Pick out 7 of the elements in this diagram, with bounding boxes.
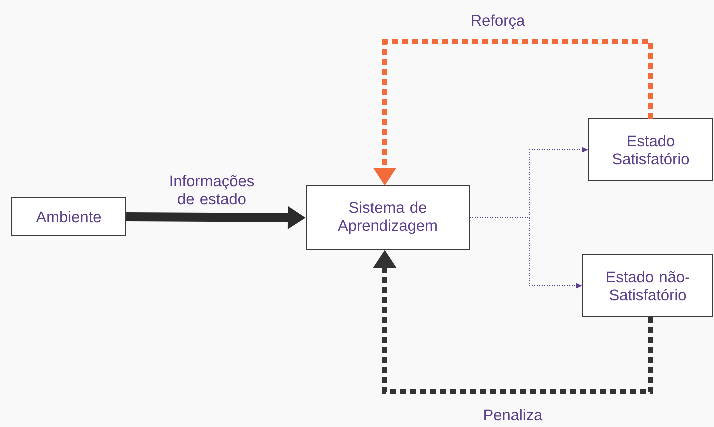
process-box: Ambiente xyxy=(12,198,126,236)
process-box: Estado não-Satisfatório xyxy=(582,254,714,318)
edge-label: Reforça xyxy=(472,14,526,30)
process-box: Sistema de Aprendizagem xyxy=(306,185,470,250)
edge-label: Penaliza xyxy=(484,409,543,421)
process-box: Estado Satisfatório xyxy=(588,118,714,182)
edge-label: Informações de estado xyxy=(170,175,254,205)
